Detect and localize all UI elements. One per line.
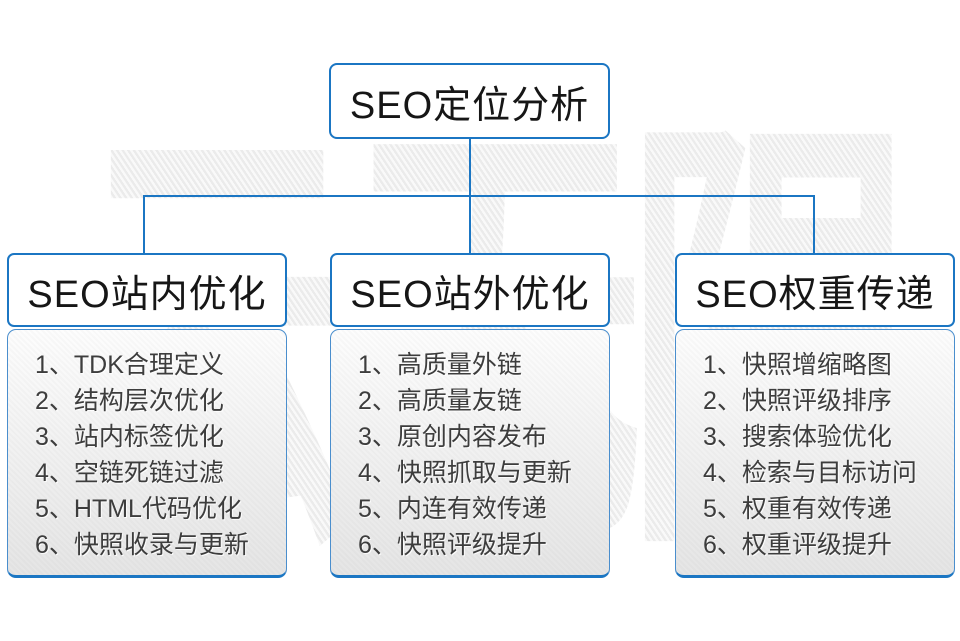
list-item: 5、权重有效传递 [703,495,892,523]
node-weight-transfer: SEO权重传递 1、快照增缩略图 2、快照评级排序 3、搜索体验优化 4、检索与… [675,253,955,578]
connector-root-vertical [469,139,471,255]
connector-horizontal [143,195,815,197]
connector-left-vertical [143,195,145,253]
list-item: 4、检索与目标访问 [703,459,917,487]
root-node: SEO定位分析 [329,63,610,139]
connector-right-vertical [813,195,815,253]
node-onsite-header: SEO站内优化 [7,253,287,327]
list-item: 4、快照抓取与更新 [358,459,572,487]
node-weight-title: SEO权重传递 [695,273,935,316]
list-item: 3、站内标签优化 [35,423,224,451]
list-item: 3、原创内容发布 [358,423,547,451]
list-item: 5、HTML代码优化 [35,495,242,523]
list-item: 3、搜索体验优化 [703,423,892,451]
list-item: 4、空链死链过滤 [35,459,224,487]
node-offsite-list: 1、高质量外链 2、高质量友链 3、原创内容发布 4、快照抓取与更新 5、内连有… [330,329,610,578]
list-item: 1、快照增缩略图 [703,351,892,379]
node-weight-header: SEO权重传递 [675,253,955,327]
node-onsite-optimization: SEO站内优化 1、TDK合理定义 2、结构层次优化 3、站内标签优化 4、空链… [7,253,287,578]
list-item: 2、高质量友链 [358,387,522,415]
list-item: 2、结构层次优化 [35,387,224,415]
root-node-title: SEO定位分析 [349,84,590,127]
list-item: 6、快照收录与更新 [35,531,249,559]
list-item: 2、快照评级排序 [703,387,892,415]
list-item: 1、高质量外链 [358,351,522,379]
node-offsite-optimization: SEO站外优化 1、高质量外链 2、高质量友链 3、原创内容发布 4、快照抓取与… [330,253,610,578]
list-item: 6、快照评级提升 [358,531,547,559]
node-onsite-list: 1、TDK合理定义 2、结构层次优化 3、站内标签优化 4、空链死链过滤 5、H… [7,329,287,578]
node-weight-list: 1、快照增缩略图 2、快照评级排序 3、搜索体验优化 4、检索与目标访问 5、权… [675,329,955,578]
node-offsite-header: SEO站外优化 [330,253,610,327]
node-onsite-title: SEO站内优化 [27,273,267,316]
list-item: 6、权重评级提升 [703,531,892,559]
node-offsite-title: SEO站外优化 [350,273,590,316]
list-item: 5、内连有效传递 [358,495,547,523]
list-item: 1、TDK合理定义 [35,351,224,379]
